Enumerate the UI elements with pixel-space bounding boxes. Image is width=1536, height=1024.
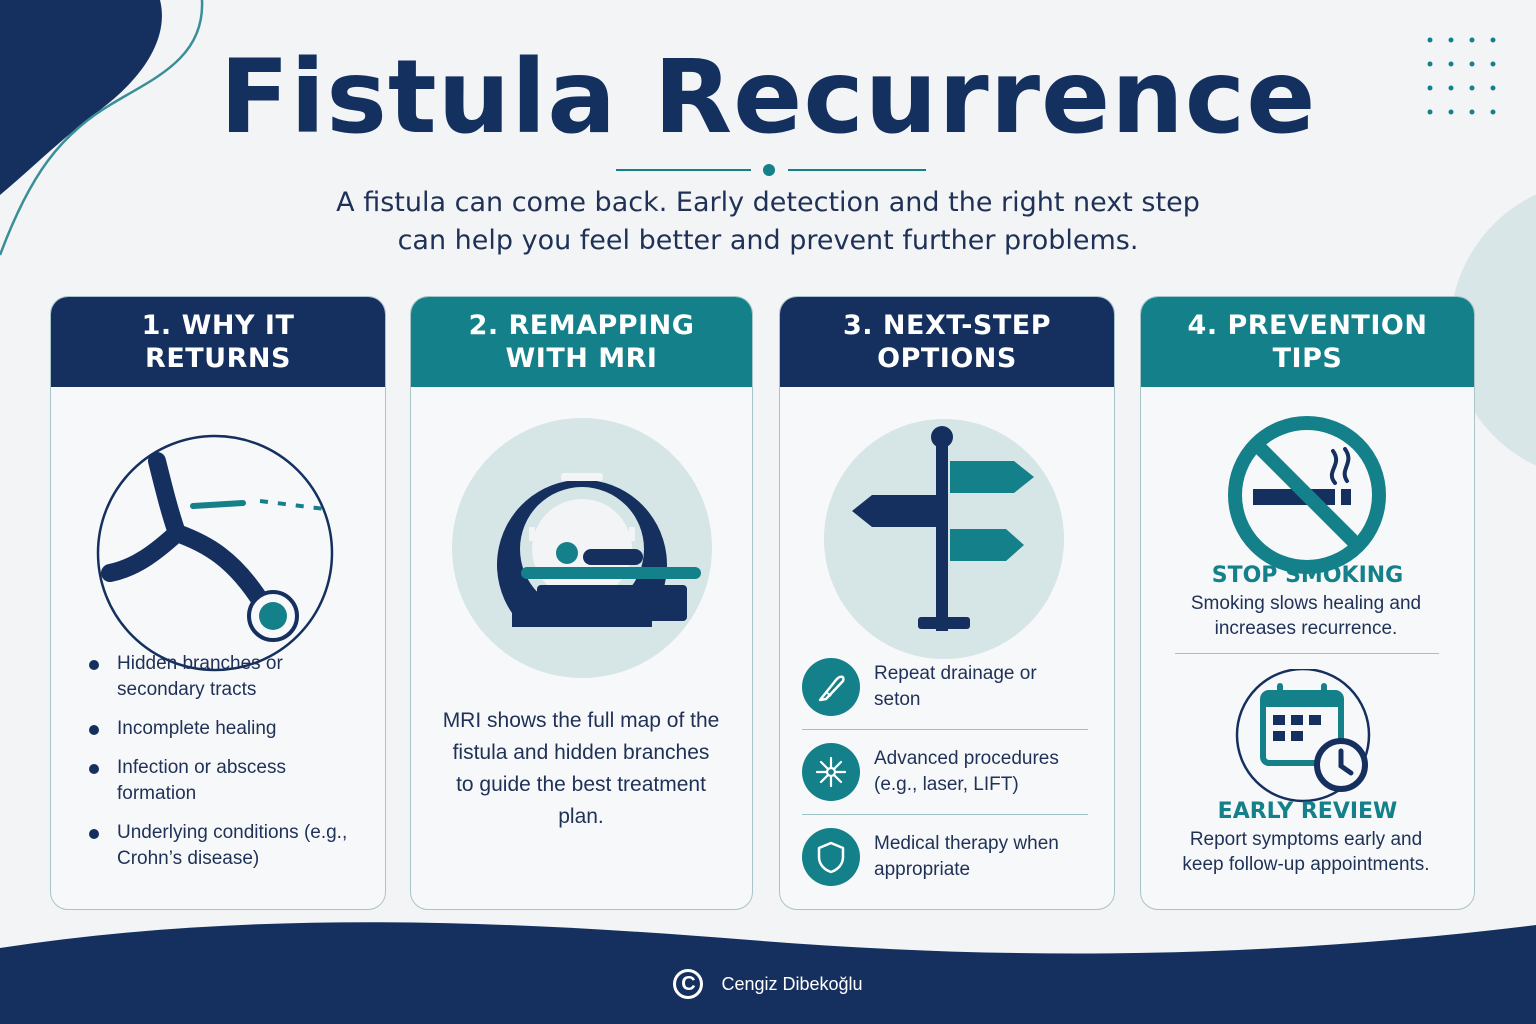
option-label: Repeat drainage or seton (874, 663, 1037, 710)
shield-icon (802, 828, 860, 886)
subtitle: A fistula can come back. Early detection… (318, 184, 1218, 260)
no-smoking-icon (1228, 416, 1386, 574)
laser-icon (802, 743, 860, 801)
list-item: Infection or abscess formation (87, 755, 357, 807)
mri-description: MRI shows the full map of the fistula an… (442, 709, 720, 828)
footer: C Cengiz Dibekoğlu (0, 964, 1536, 1004)
list-item: Advanced procedures (e.g., laser, LIFT) (802, 730, 1088, 815)
list-item: Incomplete healing (87, 716, 357, 742)
tip-title: STOP SMOKING (1211, 563, 1404, 588)
page-title: Fistula Recurrence (219, 38, 1317, 157)
mri-scanner-icon (452, 418, 712, 678)
card-next-step-options: 3. NEXT-STEP OPTIONS Repeat drainage or … (779, 296, 1115, 910)
tip-description: Smoking slows healing and increases recu… (1190, 593, 1422, 639)
list-item: Hidden branches or secondary tracts (87, 651, 357, 703)
subtitle-line-2: can help you feel better and prevent fur… (397, 225, 1139, 256)
subtitle-line-1: A fistula can come back. Early detection… (336, 187, 1200, 218)
copyright-icon: C (673, 969, 704, 999)
card-heading: 2. REMAPPING WITH MRI (411, 297, 752, 387)
signpost-icon (824, 419, 1064, 659)
author-name: Cengiz Dibekoğlu (721, 973, 863, 994)
card-why-it-returns: 1. WHY IT RETURNS Hidden branches or sec… (50, 296, 386, 910)
calendar-clock-icon (1235, 669, 1371, 803)
tip-description: Report symptoms early and keep follow-up… (1182, 829, 1430, 875)
reasons-list: Hidden branches or secondary tracts Inco… (87, 651, 357, 885)
title-divider (616, 164, 926, 176)
list-item: Underlying conditions (e.g., Crohn’s dis… (87, 820, 357, 872)
option-label: Medical therapy when appropriate (874, 833, 1059, 880)
tip-divider (1175, 653, 1439, 654)
card-prevention-tips: 4. PREVENTION TIPS STOP SMOKING Smoking … (1140, 296, 1475, 910)
scalpel-icon (802, 658, 860, 716)
card-heading: 3. NEXT-STEP OPTIONS (780, 297, 1114, 387)
list-item: Medical therapy when appropriate (802, 815, 1088, 899)
card-heading: 1. WHY IT RETURNS (51, 297, 385, 387)
branching-tract-icon (96, 434, 334, 672)
card-heading: 4. PREVENTION TIPS (1141, 297, 1474, 387)
list-item: Repeat drainage or seton (802, 645, 1088, 730)
tip-title: EARLY REVIEW (1217, 799, 1398, 824)
option-label: Advanced procedures (e.g., laser, LIFT) (874, 748, 1059, 795)
card-remapping-mri: 2. REMAPPING WITH MRI MRI shows the full… (410, 296, 753, 910)
options-list: Repeat drainage or seton Advanced proced… (802, 645, 1088, 899)
